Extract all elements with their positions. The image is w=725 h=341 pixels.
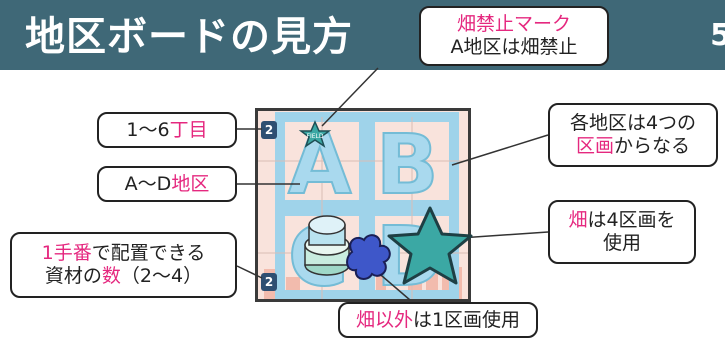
field-star-piece-icon	[387, 206, 473, 285]
callout-chome: 1〜6丁目	[97, 112, 237, 148]
field-ban-star-icon: FIELD	[298, 120, 332, 148]
field-line1: 畑は4区画を	[568, 209, 675, 232]
callout-district: A〜D地区	[97, 166, 237, 202]
materials-line1-suffix: で配置できる	[91, 242, 206, 264]
chome-marker-bottom: 2	[261, 273, 277, 291]
materials-highlight1: 1手番	[41, 242, 92, 264]
chome-text: 1〜6丁目	[126, 119, 207, 142]
callout-materials: 1手番で配置できる 資材の数（2〜4）	[10, 232, 237, 298]
materials-highlight2: 数	[101, 265, 121, 287]
callout-sections: 各地区は4つの 区画からなる	[548, 103, 718, 167]
district-prefix: A〜D	[124, 172, 172, 195]
sections-line2: 区画からなる	[576, 135, 690, 158]
callout-other: 畑以外は1区画使用	[338, 302, 538, 338]
sections-highlight: 区画	[575, 135, 614, 157]
chome-prefix: 1〜6	[126, 118, 170, 141]
field-line1-suffix: は4区画を	[587, 209, 676, 231]
chome-marker-top: 2	[261, 121, 277, 139]
other-text: 畑以外は1区画使用	[356, 309, 520, 332]
materials-line2: 資材の数（2〜4）	[45, 265, 202, 288]
field-line2: 使用	[602, 232, 641, 254]
callout-field-ban: 畑禁止マーク A地区は畑禁止	[419, 6, 609, 66]
other-suffix: は1区画使用	[412, 308, 521, 331]
district-text: A〜D地区	[125, 173, 210, 196]
field-highlight: 畑	[568, 209, 588, 231]
page-title: 地区ボードの見方	[25, 14, 353, 60]
sections-suffix: からなる	[614, 135, 691, 157]
page-number: 5	[710, 18, 725, 53]
district-letter-b: B	[375, 118, 440, 213]
field-ban-body: A地区は畑禁止	[450, 36, 578, 58]
materials-prefix2: 資材の	[44, 265, 102, 287]
materials-suffix2: （2〜4）	[120, 265, 203, 287]
district-highlight: 地区	[171, 172, 210, 195]
field-ban-title: 畑禁止マーク	[456, 13, 571, 35]
field-mark-label: FIELD	[307, 133, 324, 140]
callout-field: 畑は4区画を 使用	[548, 200, 696, 264]
chome-highlight: 丁目	[169, 118, 208, 141]
other-highlight: 畑以外	[355, 308, 413, 331]
blue-piece-icon	[346, 234, 391, 280]
material-stack-icon	[304, 215, 350, 276]
sections-line1: 各地区は4つの	[569, 112, 697, 134]
materials-line1: 1手番で配置できる	[42, 242, 206, 265]
